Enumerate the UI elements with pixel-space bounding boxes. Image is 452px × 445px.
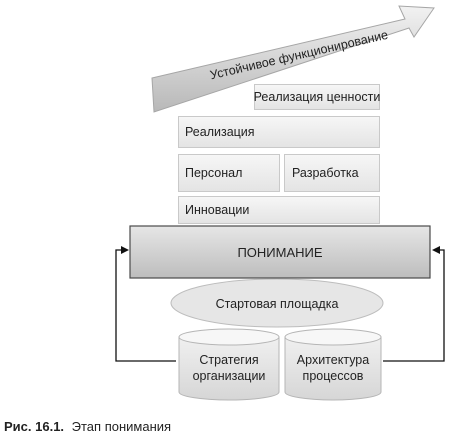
understanding-bar	[129, 225, 431, 279]
figure-number: Рис. 16.1.	[4, 419, 65, 434]
personnel-label: Персонал	[185, 166, 243, 180]
feedback-arrow-right	[383, 246, 445, 362]
understanding-label: ПОНИМАНИЕ	[237, 244, 323, 260]
strategy-label: Стратегия организации	[192, 353, 266, 383]
value-realization-label: Реализация ценности	[253, 90, 381, 104]
realization-box	[178, 116, 380, 148]
development-box	[284, 154, 380, 192]
personnel-box	[178, 154, 280, 192]
innovations-box	[178, 196, 380, 224]
launchpad-label: Стартовая площадка	[215, 297, 339, 311]
innovations-label: Инновации	[185, 203, 250, 217]
figure-caption: Рис. 16.1. Этап понимания	[4, 419, 171, 434]
architecture-cylinder	[284, 328, 382, 401]
realization-label: Реализация	[185, 125, 255, 139]
development-label: Разработка	[292, 166, 359, 180]
launchpad-ellipse	[170, 278, 384, 328]
strategy-cylinder	[178, 328, 280, 401]
feedback-arrow-left	[115, 246, 176, 362]
figure-title: Этап понимания	[71, 419, 172, 434]
architecture-label: Архитектура процессов	[296, 353, 370, 383]
value-realization-box	[254, 84, 380, 110]
sustained-operation-arrow	[151, 5, 435, 113]
